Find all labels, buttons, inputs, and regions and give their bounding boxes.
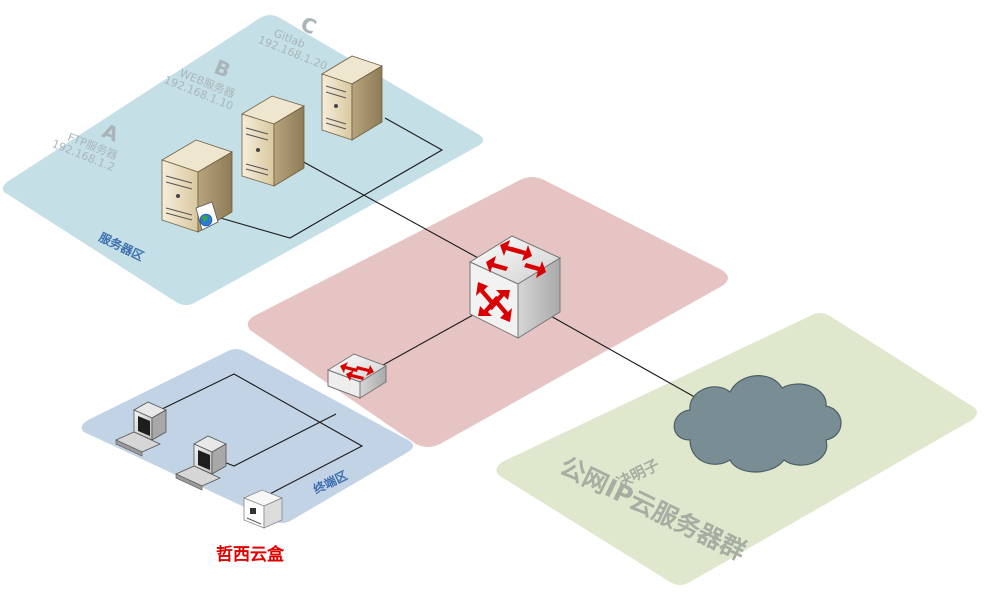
cloud-box-icon[interactable] bbox=[242, 489, 284, 529]
pc-1-icon[interactable] bbox=[115, 401, 167, 457]
server-c-icon[interactable] bbox=[321, 55, 383, 141]
server-c-letter: C bbox=[297, 12, 320, 40]
connection-lines bbox=[159, 117, 701, 499]
pc-2-icon[interactable] bbox=[175, 435, 227, 491]
server-a-icon[interactable] bbox=[161, 139, 233, 233]
access-switch-icon[interactable] bbox=[326, 353, 388, 399]
cloud-icon bbox=[673, 375, 842, 473]
cloud-box-label: 哲西云盒 bbox=[216, 544, 285, 565]
terminal-zone bbox=[81, 349, 413, 523]
ftp-globe-icon bbox=[195, 201, 219, 231]
server-b-icon[interactable] bbox=[241, 95, 305, 187]
core-switch-icon[interactable] bbox=[468, 235, 562, 339]
